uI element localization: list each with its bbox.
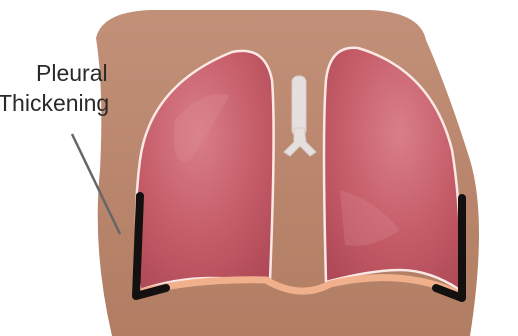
label-line-1: Pleural	[36, 60, 108, 87]
label-line-2: Thickening	[0, 90, 109, 117]
